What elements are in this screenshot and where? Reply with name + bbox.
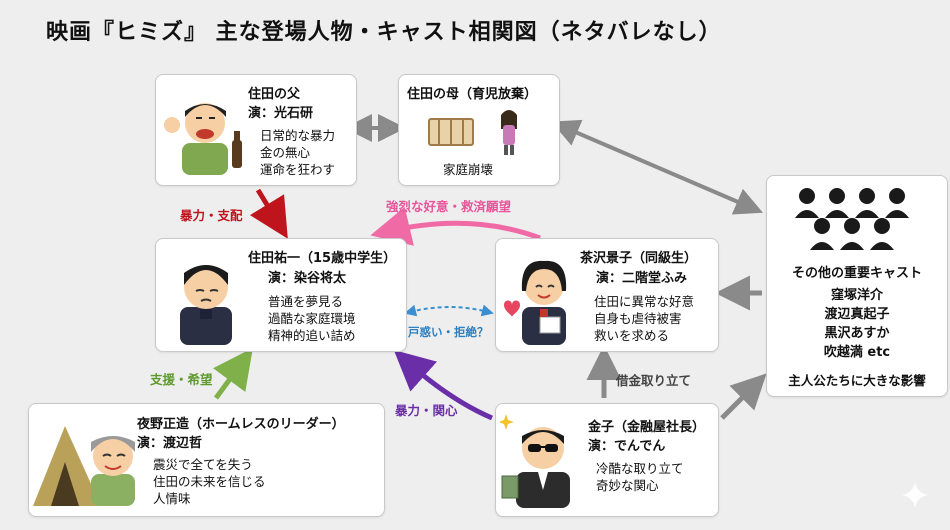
sumida-note: 精神的追い詰め <box>268 328 356 343</box>
father-note: 金の無心 <box>260 145 311 160</box>
card-yoruno: 夜野正造（ホームレスのリーダー） 演：渡辺哲 震災で全てを失う 住田の未来を信じ… <box>28 403 385 517</box>
others-member: 渡辺真起子 <box>824 307 890 322</box>
others-member: 吹越満 etc <box>823 345 891 360</box>
chazawa-note: 自身も虐待被害 <box>594 311 682 326</box>
others-note: 主人公たちに大きな影響 <box>788 373 926 388</box>
arrow-chazawa-sumida <box>370 206 541 246</box>
sumida-note: 普通を夢見る <box>268 294 344 309</box>
sumida-illustration <box>180 265 232 345</box>
label-kaneko-sumida: 暴力・関心 <box>395 403 458 418</box>
others-member: 黒沢あすか <box>824 326 890 341</box>
arrow-father-sumida <box>249 188 288 239</box>
label-father-sumida: 暴力・支配 <box>180 208 243 223</box>
father-cast: 演：光石研 <box>248 106 314 121</box>
card-father: 住田の父 演：光石研 日常的な暴力 金の無心 運命を狂わす <box>155 74 357 186</box>
page-title: 映画『ヒミズ』 主な登場人物・キャスト相関図（ネタバレなし） <box>46 20 722 45</box>
yoruno-name: 夜野正造（ホームレスのリーダー） <box>137 417 345 432</box>
yoruno-notes: 震災で全てを失う 住田の未来を信じる 人情味 <box>153 456 266 507</box>
chazawa-notes: 住田に異常な好意 自身も虐待被害 救いを求める <box>594 293 694 344</box>
father-name: 住田の父 <box>248 87 301 102</box>
arrow-kaneko-sumida <box>393 350 493 421</box>
kaneko-note: 冷酷な取り立て <box>596 461 684 476</box>
father-note: 運命を狂わす <box>260 162 336 177</box>
others-member: 窪塚洋介 <box>830 288 883 303</box>
sumida-name: 住田祐一（15歳中学生） <box>248 251 397 266</box>
kaneko-cast: 演：でんでん <box>588 439 666 454</box>
card-chazawa: 茶沢景子（同級生） 演：二階堂ふみ 住田に異常な好意 自身も虐待被害 救いを求め… <box>495 238 719 352</box>
father-note: 日常的な暴力 <box>260 128 336 143</box>
arrow-yoruno-sumida <box>213 347 253 400</box>
arrow-sumida-chazawa <box>404 304 494 317</box>
kaneko-name: 金子（金融屋社長） <box>588 420 706 435</box>
kaneko-illustration <box>500 414 570 508</box>
yoruno-note: 住田の未来を信じる <box>153 474 266 489</box>
mother-notes: 家庭崩壊 <box>443 161 493 178</box>
mother-note: 家庭崩壊 <box>443 162 494 177</box>
chazawa-note: 住田に異常な好意 <box>594 294 695 309</box>
father-illustration <box>164 103 242 175</box>
sumida-cast: 演：染谷将太 <box>268 271 347 286</box>
kaneko-note: 奇妙な関心 <box>596 478 659 493</box>
label-chazawa-sumida: 強烈な好意・救済願望 <box>386 199 512 214</box>
card-others: その他の重要キャスト 窪塚洋介 渡辺真起子 黒沢あすか 吹越満 etc 主人公た… <box>766 175 948 397</box>
mother-name: 住田の母（育児放棄） <box>407 87 538 102</box>
yoruno-illustration <box>33 426 135 506</box>
others-list: 窪塚洋介 渡辺真起子 黒沢あすか 吹越満 etc <box>767 286 947 362</box>
chazawa-note: 救いを求める <box>594 328 670 343</box>
chazawa-illustration <box>504 260 567 345</box>
sumida-note: 過酷な家庭環境 <box>268 311 356 326</box>
group-people-icon <box>795 188 909 250</box>
label-sumida-chazawa: 戸惑い・拒絶？ <box>408 325 489 339</box>
yoruno-note: 震災で全てを失う <box>153 457 253 472</box>
sparkle-icon <box>902 482 928 508</box>
card-sumida: 住田祐一（15歳中学生） 演：染谷将太 普通を夢見る 過酷な家庭環境 精神的追い… <box>155 238 407 352</box>
card-kaneko: 金子（金融屋社長） 演：でんでん 冷酷な取り立て 奇妙な関心 <box>495 403 719 517</box>
mother-illustration <box>428 110 517 155</box>
yoruno-cast: 演：渡辺哲 <box>137 436 203 451</box>
arrow-kaneko-others <box>720 373 767 420</box>
chazawa-name: 茶沢景子（同級生） <box>580 251 698 266</box>
label-kaneko-chazawa: 借金取り立て <box>616 373 692 388</box>
label-yoruno-sumida: 支援・希望 <box>150 372 213 387</box>
sumida-notes: 普通を夢見る 過酷な家庭環境 精神的追い詰め <box>268 293 356 344</box>
card-mother: 住田の母（育児放棄） 家庭崩壊 <box>398 74 560 186</box>
kaneko-notes: 冷酷な取り立て 奇妙な関心 <box>596 460 684 494</box>
yoruno-note: 人情味 <box>153 491 191 506</box>
chazawa-cast: 演：二階堂ふみ <box>596 271 688 286</box>
father-notes: 日常的な暴力 金の無心 運命を狂わす <box>260 127 335 178</box>
others-title: その他の重要キャスト <box>791 266 922 281</box>
arrow-mother-others <box>551 119 764 215</box>
